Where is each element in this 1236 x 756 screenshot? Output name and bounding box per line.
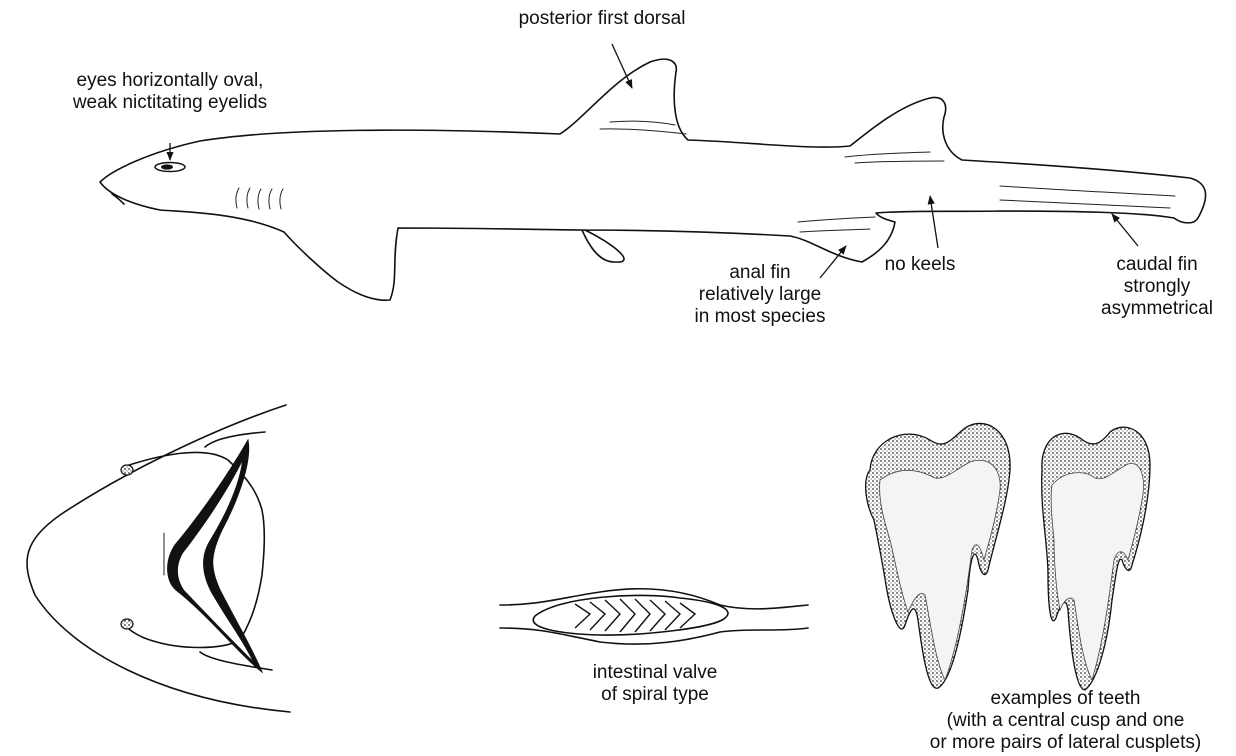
intestinal-valve-drawing <box>500 589 808 644</box>
keels-pointer-arrow <box>930 196 938 248</box>
dorsal-fin-label: posterior first dorsal <box>462 8 742 30</box>
tooth-left-drawing <box>866 423 1010 688</box>
teeth-label: examples of teeth (with a central cusp a… <box>895 688 1236 754</box>
tooth-right-drawing <box>1042 427 1150 690</box>
keels-label: no keels <box>870 254 970 276</box>
eyes-label: eyes horizontally oval, weak nictitating… <box>0 70 340 114</box>
head-ventral-view <box>27 405 290 712</box>
dorsal-pointer-arrow <box>612 44 632 88</box>
caudal-fin-label: caudal fin strongly asymmetrical <box>1078 254 1236 320</box>
anal-fin-label: anal fin relatively large in most specie… <box>660 262 860 328</box>
intestinal-valve-label: intestinal valve of spiral type <box>545 662 765 706</box>
caudal-pointer-arrow <box>1112 214 1138 246</box>
